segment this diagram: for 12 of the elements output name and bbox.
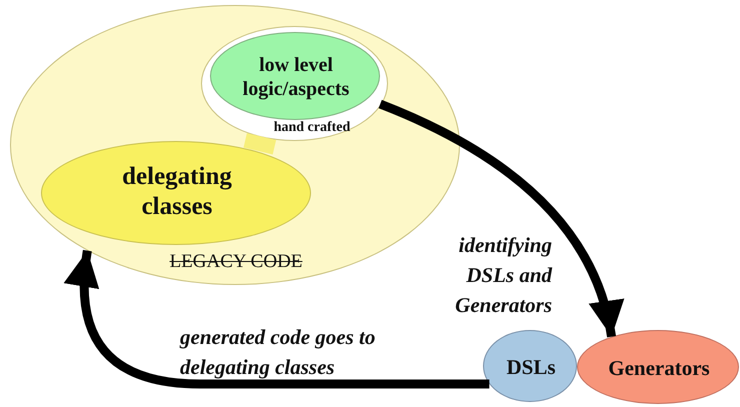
node-label: delegating classes (121, 162, 233, 222)
edge-label: identifying DSLs and Generators (454, 232, 552, 319)
node-label: DSLs (505, 355, 557, 380)
node-label: Generators (607, 356, 711, 382)
curved-arrow (378, 100, 622, 338)
curved-arrow (65, 250, 490, 388)
ellipse-node (210, 32, 380, 120)
node-label: hand crafted (272, 120, 352, 137)
edge-label: generated code goes to delegating classes (180, 324, 376, 381)
node-label: low level logic/aspects (242, 53, 350, 101)
struck-label: LEGACY CODE (168, 251, 304, 274)
connector-band (244, 133, 276, 154)
